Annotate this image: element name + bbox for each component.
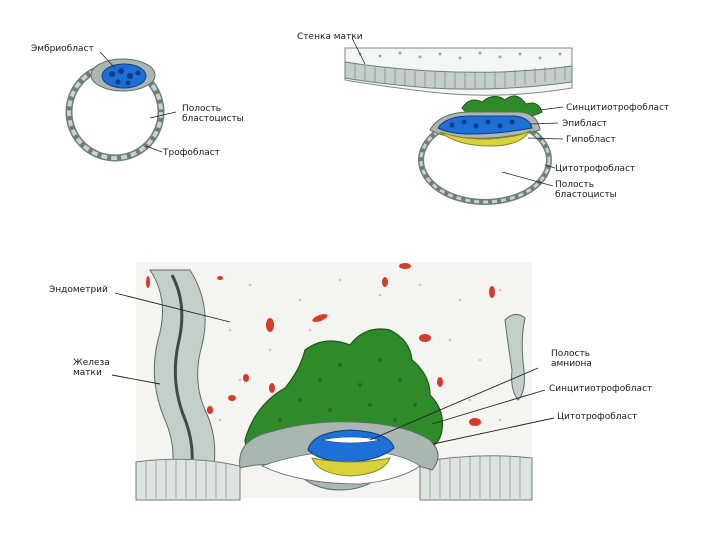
cavity1-pointer xyxy=(149,111,177,119)
surface-epithelium xyxy=(135,455,533,501)
epiblast-pointer xyxy=(529,122,559,125)
hypoblast-layer xyxy=(439,129,532,147)
label-uterine-gland-line2: матки xyxy=(73,368,102,378)
label-trophoblast: Трофобласт xyxy=(163,148,220,158)
embryonic-disc-hypoblast xyxy=(311,457,391,477)
label-epiblast: Эпибласт xyxy=(562,119,608,129)
label-blastocyst-cavity-2: Полость бластоцисты xyxy=(555,180,617,200)
label-amnion-cavity-line2: амниона xyxy=(551,359,592,369)
label-endometrium: Эндометрий xyxy=(49,285,108,295)
label-cytotrophoblast-1: Цитотрофобласт xyxy=(555,164,636,174)
label-blastocyst-cavity-2-line1: Полость xyxy=(555,180,595,190)
label-blastocyst-cavity-1-line2: бластоцисты xyxy=(182,114,244,124)
label-blastocyst-cavity-1-line1: Полость xyxy=(182,104,222,114)
amnion-cavity-slit xyxy=(321,436,381,444)
amnion-pointer xyxy=(369,367,539,441)
cavity2-pointer xyxy=(501,171,554,187)
epiblast-layer xyxy=(437,115,533,135)
syncytio2-pointer xyxy=(431,389,546,425)
label-uterine-gland-line1: Железа xyxy=(73,358,110,368)
label-blastocyst-cavity-1: Полость бластоцисты xyxy=(182,104,244,124)
embryoblast-pointer xyxy=(99,51,116,69)
endometrium-pointer xyxy=(114,292,231,323)
label-hypoblast: Гипобласт xyxy=(566,135,616,145)
label-cytotrophoblast-2: Цитотрофобласт xyxy=(557,412,638,422)
syncytio1-pointer xyxy=(539,106,564,111)
label-embryoblast: Эмбриобласт xyxy=(31,44,94,54)
cytotrophoblast2-pointer xyxy=(432,417,555,445)
gland-pointer xyxy=(111,374,161,385)
cytotrophoblast1-pointer xyxy=(544,164,556,169)
label-syncytiotrophoblast-2: Синцитиотрофобласт xyxy=(549,384,653,394)
label-uterine-wall: Стенка матки xyxy=(297,32,363,42)
label-amnion-cavity-line1: Полость xyxy=(551,349,591,359)
trophoblast-pointer xyxy=(145,145,163,153)
label-uterine-gland: Железа матки xyxy=(73,358,110,378)
uterine-wall-pointer xyxy=(351,37,366,65)
small-gland-right xyxy=(504,314,526,401)
embryoblast-cluster xyxy=(90,58,156,92)
maternal-vessels xyxy=(146,263,495,426)
hypoblast-pointer xyxy=(527,137,564,140)
uterine-wall-epithelium xyxy=(344,47,573,96)
label-syncytiotrophoblast-1: Синцитиотрофобласт xyxy=(566,103,670,113)
label-amnion-cavity: Полость амниона xyxy=(551,349,592,369)
label-blastocyst-cavity-2-line2: бластоцисты xyxy=(555,190,617,200)
